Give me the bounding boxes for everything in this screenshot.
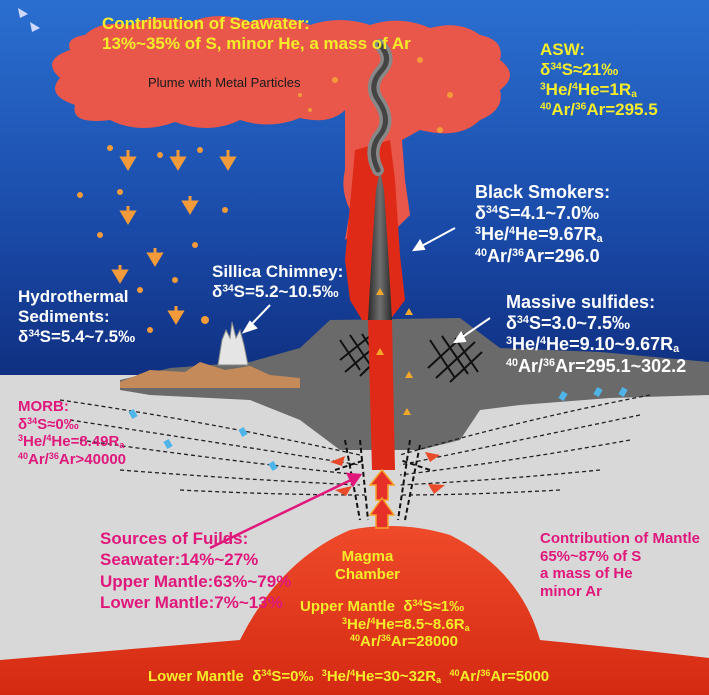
sources-of-fluids-label: Sources of Fuilds: Seawater:14%~27% Uppe… — [100, 528, 291, 613]
asw-label: ASW: δ34S≈21‰ 3He/4He=1Ra 40Ar/36Ar=295.… — [540, 40, 658, 120]
silica-chimney-label: Sillica Chimney: δ34S=5.2~10.5‰ — [212, 262, 343, 302]
fluid-conduit — [368, 320, 395, 470]
magma-chamber-label: Magma Chamber — [335, 548, 400, 583]
plume-label: Plume with Metal Particles — [148, 75, 300, 90]
black-smokers-label: Black Smokers: δ34S=4.1~7.0‰ 3He/4He=9.6… — [475, 182, 610, 267]
massive-sulfides-label: Massive sulfides: δ34S=3.0~7.5‰ 3He/4He=… — [506, 292, 686, 377]
lower-mantle-label: Lower Mantle δ34S=0‰ 3He/4He=30~32Ra 40A… — [148, 668, 549, 686]
upper-mantle-label: Upper Mantle δ34S≈1‰ 3He/4He=8.5~8.6Ra 4… — [300, 598, 470, 651]
hydrothermal-sediments-label: Hydrothermal Sediments: δ34S=5.4~7.5‰ — [18, 287, 135, 347]
mantle-contribution-label: Contribution of Mantle 65%~87% of S a ma… — [540, 530, 700, 601]
seawater-label: Contribution of Seawater: 13%~35% of S, … — [102, 14, 411, 54]
morb-label: MORB: δ34S≈0‰ 3He/4He=8.49Ra 40Ar/36Ar>4… — [18, 398, 126, 469]
